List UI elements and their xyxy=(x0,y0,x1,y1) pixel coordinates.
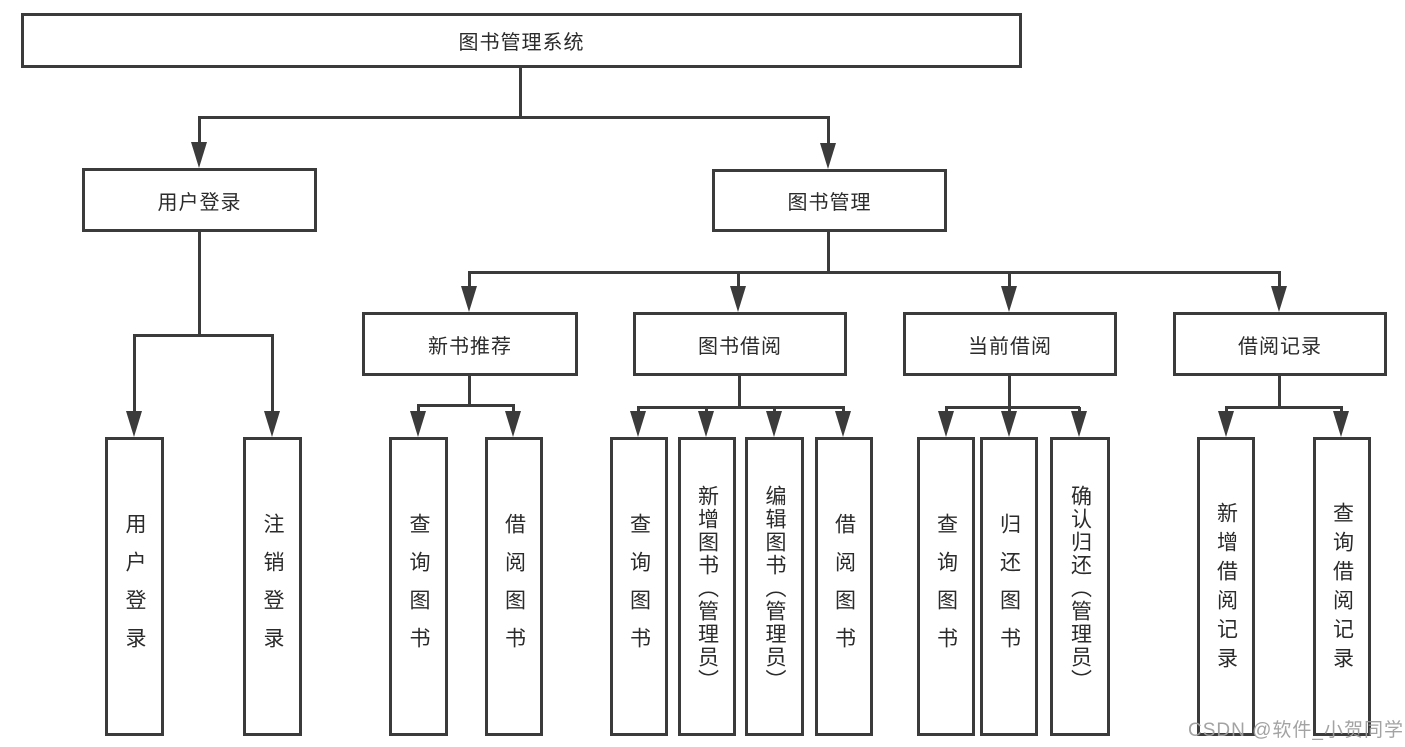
connector-stem xyxy=(842,407,845,414)
connector-stem xyxy=(1008,407,1011,414)
arrowhead-down-icon xyxy=(698,411,714,437)
arrowhead-down-icon xyxy=(1071,411,1087,437)
arrowhead-down-icon xyxy=(820,143,836,169)
connector-root-branch xyxy=(198,116,830,119)
leaf-confirm-return-admin: 确认归还（管理员） xyxy=(1050,437,1110,736)
connector-stem xyxy=(512,405,515,414)
connector-stem xyxy=(1340,407,1343,414)
node-root: 图书管理系统 xyxy=(21,13,1022,68)
node-borrow-records: 借阅记录 xyxy=(1173,312,1387,376)
arrowhead-down-icon xyxy=(264,411,280,437)
arrowhead-down-icon xyxy=(505,411,521,437)
leaf-edit-books-admin: 编辑图书（管理员） xyxy=(745,437,804,736)
leaf-edit-books-admin-label: 编辑图书（管理员） xyxy=(763,485,786,692)
node-borrow-records-label: 借阅记录 xyxy=(1238,335,1322,358)
connector-stem xyxy=(198,117,201,147)
connector-stem xyxy=(637,407,640,414)
arrowhead-down-icon xyxy=(410,411,426,437)
arrowhead-down-icon xyxy=(1333,411,1349,437)
leaf-query-books-a: 查询图书 xyxy=(389,437,448,736)
arrowhead-down-icon xyxy=(938,411,954,437)
leaf-query-borrow-record-label: 查询借阅记录 xyxy=(1330,501,1354,676)
connector-stem xyxy=(468,376,471,407)
connector-stem xyxy=(1078,407,1081,414)
leaf-confirm-return-admin-label: 确认归还（管理员） xyxy=(1068,485,1092,692)
connector-stem xyxy=(1225,407,1228,414)
leaf-logout-login: 注销登录 xyxy=(243,437,302,736)
connector-stem xyxy=(737,272,740,290)
arrowhead-down-icon xyxy=(126,411,142,437)
csdn-watermark: CSDN @软件_小贺同学 xyxy=(1188,720,1404,741)
connector-stem xyxy=(468,272,471,290)
connector-branch xyxy=(417,404,515,407)
connector-branch xyxy=(945,406,1080,409)
arrowhead-down-icon xyxy=(766,411,782,437)
connector-stem xyxy=(417,405,420,414)
connector-stem xyxy=(1008,376,1011,407)
node-book-management: 图书管理 xyxy=(712,169,947,232)
connector-branch xyxy=(1225,406,1343,409)
leaf-borrow-books-b: 借阅图书 xyxy=(815,437,873,736)
connector-stem xyxy=(133,335,136,413)
arrowhead-down-icon xyxy=(1001,411,1017,437)
connector-stem xyxy=(945,407,948,414)
connector-stem xyxy=(1278,376,1281,408)
leaf-return-books: 归还图书 xyxy=(980,437,1038,736)
leaf-borrow-books-a-label: 借阅图书 xyxy=(502,512,526,665)
node-book-management-label: 图书管理 xyxy=(787,192,872,214)
arrowhead-down-icon xyxy=(730,286,746,312)
arrowhead-down-icon xyxy=(835,411,851,437)
node-current-borrowing-label: 当前借阅 xyxy=(968,335,1052,358)
leaf-query-books-b: 查询图书 xyxy=(610,437,668,736)
connector-stem xyxy=(738,376,741,407)
connector-stem xyxy=(1008,272,1011,290)
node-book-borrowing-label: 图书借阅 xyxy=(698,335,782,358)
connector-stem xyxy=(271,335,274,413)
node-current-borrowing: 当前借阅 xyxy=(903,312,1117,376)
leaf-query-books-c: 查询图书 xyxy=(917,437,975,736)
connector-stem xyxy=(198,232,201,336)
arrowhead-down-icon xyxy=(630,411,646,437)
leaf-add-books-admin: 新增图书（管理员） xyxy=(678,437,736,736)
leaf-borrow-books-a: 借阅图书 xyxy=(485,437,543,736)
connector-stem xyxy=(827,232,830,274)
connector-stem xyxy=(1278,272,1281,290)
node-new-book-recommend-label: 新书推荐 xyxy=(428,335,512,358)
leaf-add-borrow-record: 新增借阅记录 xyxy=(1197,437,1255,736)
leaf-logout-login-label: 注销登录 xyxy=(261,512,284,665)
leaf-user-login: 用户登录 xyxy=(105,437,164,736)
connector-root-stem xyxy=(519,68,522,118)
leaf-add-books-admin-label: 新增图书（管理员） xyxy=(695,485,719,692)
connector-branch xyxy=(637,406,845,409)
leaf-query-books-c-label: 查询图书 xyxy=(934,512,958,665)
arrowhead-down-icon xyxy=(1271,286,1287,312)
connector-stem xyxy=(773,407,776,414)
leaf-query-books-b-label: 查询图书 xyxy=(627,512,651,665)
arrowhead-down-icon xyxy=(191,142,207,168)
arrowhead-down-icon xyxy=(1218,411,1234,437)
leaf-add-borrow-record-label: 新增借阅记录 xyxy=(1214,501,1238,676)
connector-stem xyxy=(827,117,830,147)
connector-branch xyxy=(468,271,1281,274)
leaf-borrow-books-b-label: 借阅图书 xyxy=(832,512,856,665)
leaf-user-login-label: 用户登录 xyxy=(123,512,146,665)
connector-branch xyxy=(133,334,274,337)
leaf-return-books-label: 归还图书 xyxy=(997,512,1021,665)
node-root-label: 图书管理系统 xyxy=(458,32,585,54)
node-book-borrowing: 图书借阅 xyxy=(633,312,847,376)
node-user-login-label: 用户登录 xyxy=(157,191,242,214)
connector-stem xyxy=(705,407,708,414)
node-user-login: 用户登录 xyxy=(82,168,317,232)
arrowhead-down-icon xyxy=(1001,286,1017,312)
leaf-query-borrow-record: 查询借阅记录 xyxy=(1313,437,1371,736)
node-new-book-recommend: 新书推荐 xyxy=(362,312,578,376)
arrowhead-down-icon xyxy=(461,286,477,312)
leaf-query-books-a-label: 查询图书 xyxy=(407,512,430,665)
